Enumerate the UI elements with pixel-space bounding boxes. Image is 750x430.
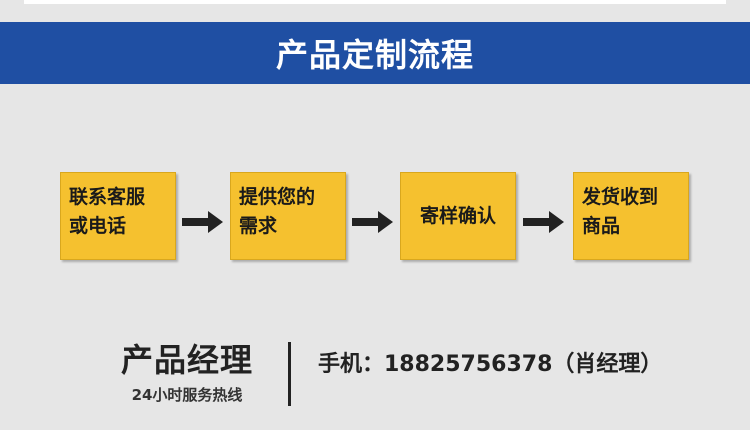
contact-phone: 手机：18825756378（肖经理） bbox=[318, 352, 663, 377]
banner-title: 产品定制流程 bbox=[275, 36, 474, 74]
step-4-line-2: 商品 bbox=[582, 215, 621, 237]
right-arrow-icon bbox=[352, 210, 394, 234]
step-1-line-1: 联系客服 bbox=[69, 186, 146, 208]
right-arrow-icon bbox=[523, 210, 565, 234]
top-divider bbox=[24, 0, 726, 4]
step-2-line-2: 需求 bbox=[239, 215, 278, 237]
step-contact-service: 联系客服 或电话 bbox=[60, 172, 176, 260]
step-provide-requirements: 提供您的 需求 bbox=[230, 172, 346, 260]
right-arrow-icon bbox=[182, 210, 224, 234]
step-2-line-1: 提供您的 bbox=[239, 186, 316, 208]
manager-title: 产品经理 bbox=[120, 341, 253, 379]
vertical-divider bbox=[288, 342, 291, 406]
manager-block: 产品经理 24小时服务热线 bbox=[112, 340, 262, 405]
hotline-subtitle: 24小时服务热线 bbox=[131, 386, 243, 404]
step-3-line-1: 寄样确认 bbox=[419, 204, 496, 227]
step-4-line-1: 发货收到 bbox=[582, 186, 659, 208]
step-ship-and-receive: 发货收到 商品 bbox=[573, 172, 689, 260]
step-sample-confirmation: 寄样确认 bbox=[400, 172, 516, 260]
title-banner: 产品定制流程 bbox=[0, 22, 750, 84]
step-1-line-2: 或电话 bbox=[69, 215, 127, 237]
